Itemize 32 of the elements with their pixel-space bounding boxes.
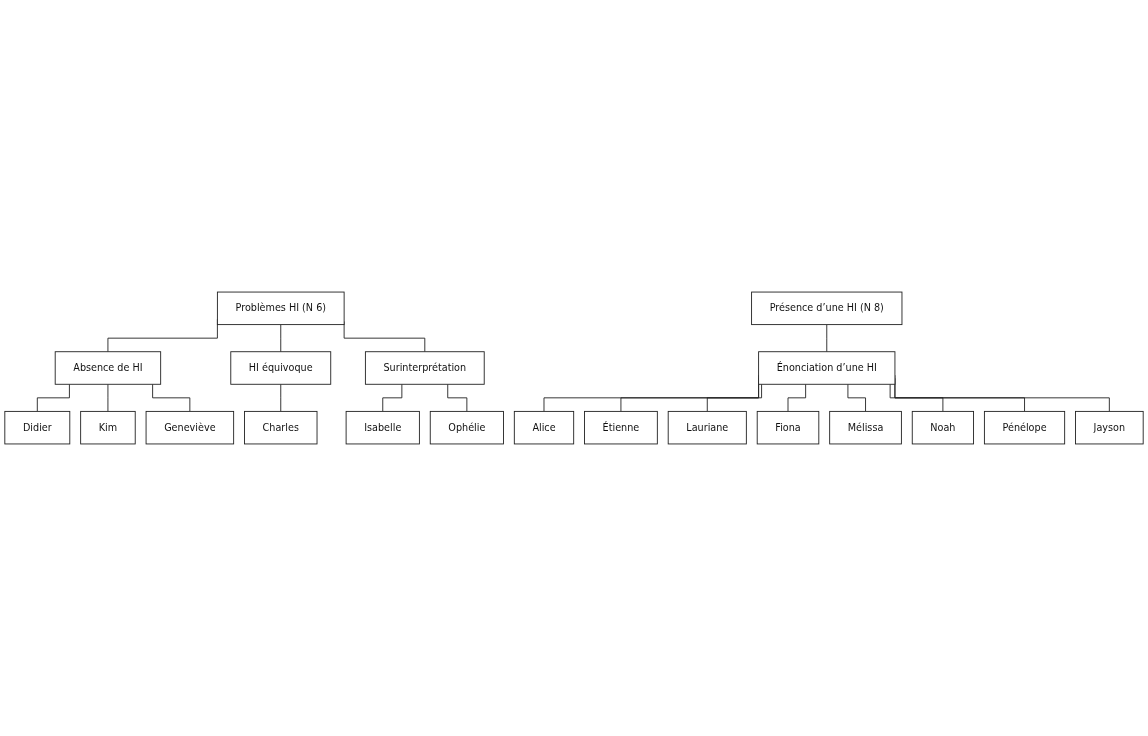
connector: [107, 383, 109, 412]
node-box: Étienne: [584, 410, 658, 445]
connector: [826, 324, 828, 353]
node-box: Jayson: [1075, 410, 1144, 445]
node-box: Didier: [4, 410, 71, 445]
node-box: Présence d’une HI (N 8): [751, 291, 903, 326]
node-box: Absence de HI: [54, 351, 162, 385]
connector: [382, 383, 403, 412]
node-box: Geneviève: [145, 410, 235, 445]
node-box: Isabelle: [345, 410, 420, 445]
connector: [280, 324, 282, 353]
connector: [36, 383, 70, 412]
node-box: Charles: [244, 410, 318, 445]
connector: [889, 383, 944, 412]
node-box: Ophélie: [429, 410, 504, 445]
node-box: Surinterprétation: [364, 351, 485, 385]
node-box: Problèmes HI (N 6): [216, 291, 345, 326]
connector: [787, 383, 807, 412]
connector: [706, 383, 763, 412]
node-box: Fiona: [756, 410, 820, 445]
node-box: HI équivoque: [230, 351, 332, 385]
node-box: Lauriane: [667, 410, 747, 445]
node-box: Kim: [80, 410, 136, 445]
node-box: Noah: [911, 410, 974, 445]
node-box: Énonciation d’une HI: [758, 351, 896, 385]
node-box: Mélissa: [829, 410, 902, 445]
connector: [447, 383, 468, 412]
connector: [847, 383, 866, 412]
connector: [280, 383, 282, 412]
node-box: Alice: [513, 410, 575, 445]
connector: [152, 383, 191, 412]
node-box: Pénélope: [983, 410, 1066, 445]
